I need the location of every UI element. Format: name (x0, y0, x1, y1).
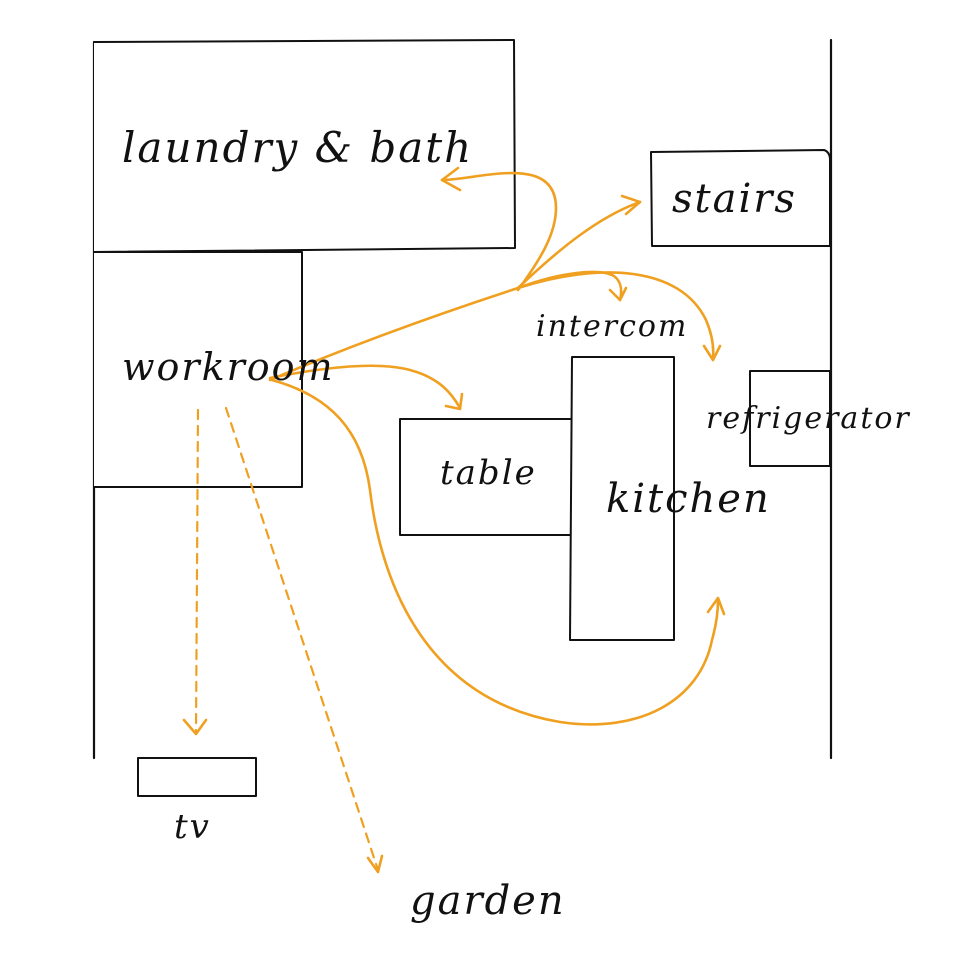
kitchen-counter (569, 356, 675, 641)
flow-to-kitchen-arrow (270, 378, 726, 726)
tv-box (137, 757, 257, 797)
workroom-label: workroom (122, 345, 335, 389)
table-box (399, 418, 573, 536)
flow-to-laundry-arrow (440, 166, 558, 292)
table-label: table (440, 453, 537, 493)
flow-to-refrigerator-arrow (516, 271, 722, 362)
flow-to-garden-arrow (224, 406, 384, 874)
stairs-label: stairs (672, 176, 797, 222)
tv-label: tv (174, 807, 211, 847)
stairs-box (650, 149, 831, 247)
garden-label: garden (410, 878, 566, 924)
flow-to-tv-arrow (182, 408, 208, 736)
flow-to-table-arrow (268, 364, 464, 411)
flow-to-stairs-arrow (268, 194, 642, 382)
kitchen-label: kitchen (606, 476, 771, 522)
laundry-bath-label: laundry & bath (122, 123, 473, 172)
intercom-label: intercom (536, 309, 688, 344)
refrigerator-label: refrigerator (706, 401, 911, 436)
laundry-bath-room (93, 39, 516, 253)
workroom-room (94, 251, 303, 488)
refrigerator-box (749, 370, 831, 467)
